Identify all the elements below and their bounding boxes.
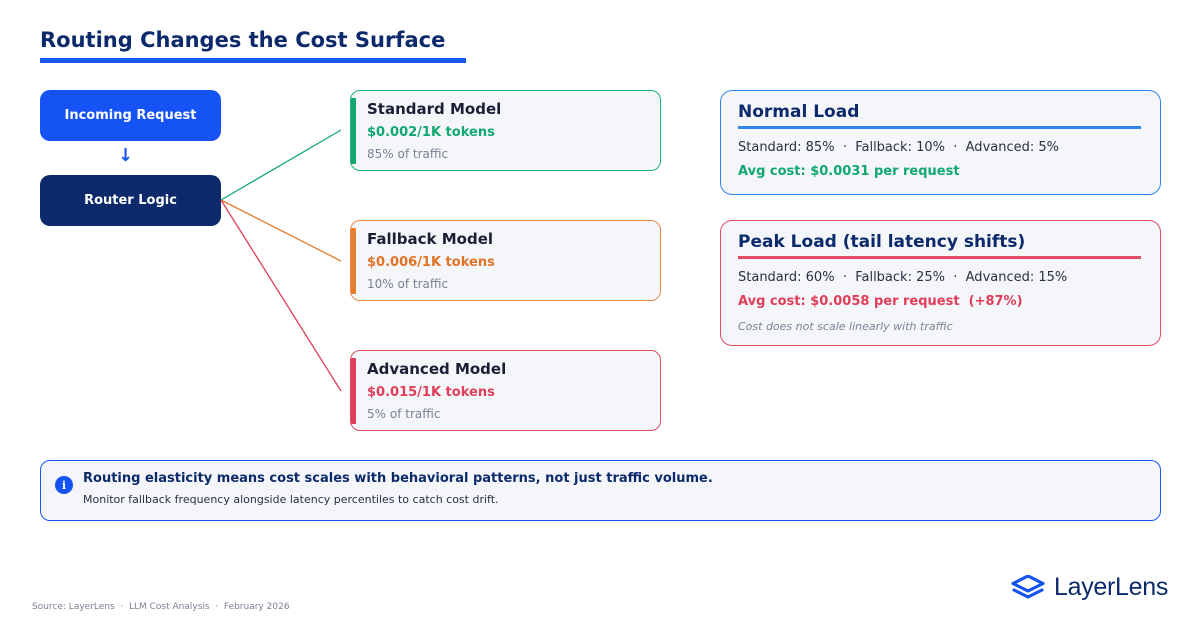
fallback-model-price: $0.006/1K tokens [367, 255, 495, 270]
peak-load-cost: Avg cost: $0.0058 per request (+87%) [738, 294, 1023, 309]
fallback-model-share: 10% of traffic [367, 277, 449, 291]
standard-model-accent [351, 98, 356, 164]
normal-load-cost: Avg cost: $0.0031 per request [738, 164, 960, 179]
fallback-model-card: Fallback Model $0.006/1K tokens 10% of t… [350, 220, 661, 301]
connector-advanced [220, 199, 342, 392]
fallback-model-accent [351, 228, 356, 294]
callout-headline: Routing elasticity means cost scales wit… [83, 471, 713, 486]
advanced-model-price: $0.015/1K tokens [367, 385, 495, 400]
advanced-model-share: 5% of traffic [367, 407, 441, 421]
info-icon: i [55, 476, 73, 494]
callout-subtext: Monitor fallback frequency alongside lat… [83, 493, 499, 506]
brand-name: LayerLens [1054, 573, 1169, 601]
advanced-model-name: Advanced Model [367, 360, 507, 378]
title-underline [40, 58, 466, 63]
fallback-model-name: Fallback Model [367, 230, 494, 248]
standard-model-card: Standard Model $0.002/1K tokens 85% of t… [350, 90, 661, 171]
router-logic-label: Router Logic [84, 193, 177, 208]
connector-standard [220, 129, 342, 201]
peak-load-rule [738, 256, 1141, 259]
advanced-model-accent [351, 358, 356, 424]
advanced-model-card: Advanced Model $0.015/1K tokens 5% of tr… [350, 350, 661, 431]
peak-load-card: Peak Load (tail latency shifts) Standard… [720, 220, 1161, 346]
down-arrow-icon: ↓ [118, 145, 134, 166]
normal-load-card: Normal Load Standard: 85% · Fallback: 10… [720, 90, 1161, 195]
brand-logo: LayerLens [1011, 573, 1168, 602]
standard-model-name: Standard Model [367, 100, 502, 118]
peak-load-mix: Standard: 60% · Fallback: 25% · Advanced… [738, 270, 1068, 285]
layers-logo-icon [1011, 574, 1045, 599]
standard-model-share: 85% of traffic [367, 147, 449, 161]
normal-load-rule [738, 126, 1141, 129]
peak-load-title: Peak Load (tail latency shifts) [738, 232, 1026, 252]
incoming-request-label: Incoming Request [64, 108, 197, 123]
normal-load-title: Normal Load [738, 102, 860, 122]
peak-load-note: Cost does not scale linearly with traffi… [738, 320, 953, 333]
source-footer: Source: LayerLens · LLM Cost Analysis · … [32, 602, 290, 612]
standard-model-price: $0.002/1K tokens [367, 125, 495, 140]
connector-fallback [220, 199, 342, 262]
insight-callout: i Routing elasticity means cost scales w… [40, 460, 1161, 521]
router-logic-node: Router Logic [40, 175, 221, 226]
page-title: Routing Changes the Cost Surface [40, 28, 446, 52]
normal-load-mix: Standard: 85% · Fallback: 10% · Advanced… [738, 140, 1059, 155]
incoming-request-node: Incoming Request [40, 90, 221, 141]
